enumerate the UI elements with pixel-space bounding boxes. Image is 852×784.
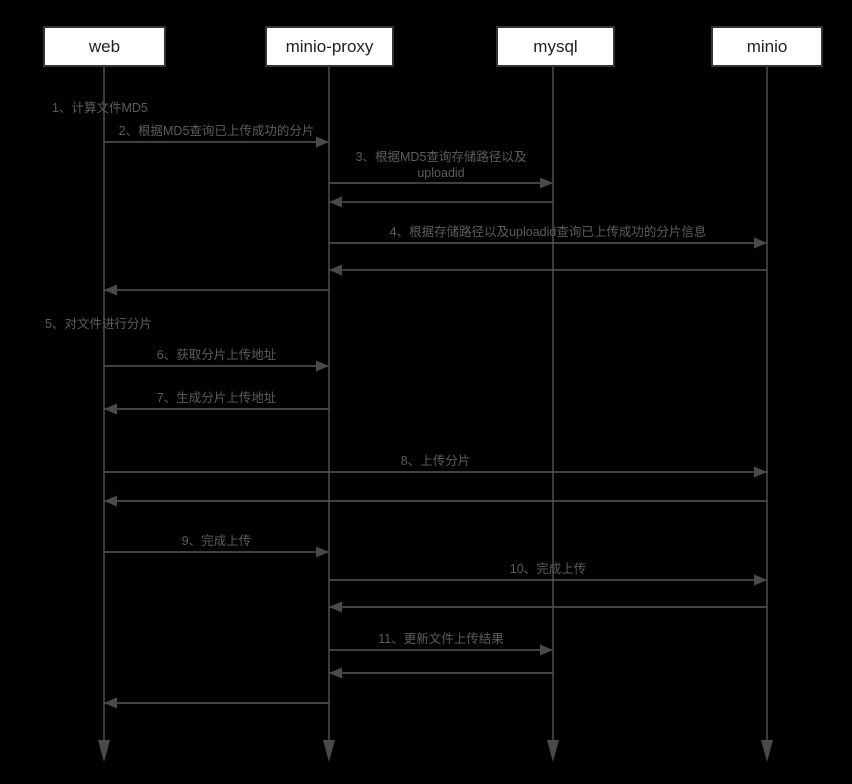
lifelines-layer	[98, 66, 773, 762]
message-label-msg-6: 6、获取分片上传地址	[157, 347, 277, 362]
message-label-msg-4: 4、根据存储路径以及uploadid查询已上传成功的分片信息	[390, 224, 707, 239]
arrow-head-msg-7	[104, 403, 117, 415]
message-label-msg-9: 9、完成上传	[182, 533, 251, 548]
participant-box-minio-proxy[interactable]	[265, 26, 394, 67]
message-label-msg-8: 8、上传分片	[401, 453, 470, 468]
message-ret-4	[329, 264, 767, 276]
participant-box-web[interactable]	[43, 26, 166, 67]
message-label-msg-10: 10、完成上传	[510, 561, 586, 576]
participant-label-mysql: mysql	[533, 37, 577, 56]
arrow-head-msg-6	[316, 360, 329, 372]
message-msg-6: 6、获取分片上传地址	[104, 347, 329, 372]
arrow-head-ret-8	[104, 495, 117, 507]
participant-box-mysql[interactable]	[496, 26, 615, 67]
participant-mysql[interactable]: mysql	[496, 26, 615, 67]
participants-layer: web minio-proxy mysql minio	[43, 26, 823, 67]
message-ret-8	[104, 495, 767, 507]
message-ret-9	[104, 697, 329, 709]
message-msg-7: 7、生成分片上传地址	[104, 390, 329, 415]
lifeline-minio-proxy	[323, 66, 335, 762]
arrow-head-ret-3	[329, 196, 342, 208]
message-label-msg-3-line1: 3、根据MD5查询存储路径以及	[356, 149, 527, 164]
participant-minio-proxy[interactable]: minio-proxy	[265, 26, 394, 67]
arrow-head-msg-4	[754, 237, 767, 249]
arrow-head-ret-9	[104, 697, 117, 709]
message-ret-11	[329, 667, 553, 679]
message-ret-3	[329, 196, 553, 208]
arrow-head-ret-2	[104, 284, 117, 296]
message-msg-11: 11、更新文件上传结果	[329, 631, 553, 656]
message-msg-2: 2、根据MD5查询已上传成功的分片	[104, 123, 329, 148]
message-msg-10: 10、完成上传	[329, 561, 767, 586]
message-label-msg-3-line2: uploadid	[417, 166, 464, 180]
lifeline-minio	[761, 66, 773, 762]
arrow-head-ret-10	[329, 601, 342, 613]
arrow-head-ret-11	[329, 667, 342, 679]
message-note-5: 5、对文件进行分片	[45, 316, 152, 331]
arrow-head-msg-9	[316, 546, 329, 558]
lifeline-end-arrow-minio	[761, 740, 773, 762]
message-msg-3: 3、根据MD5查询存储路径以及 uploadid	[329, 149, 553, 189]
message-label-msg-2: 2、根据MD5查询已上传成功的分片	[119, 123, 315, 138]
lifeline-mysql	[547, 66, 559, 762]
lifeline-end-arrow-minio-proxy	[323, 740, 335, 762]
participant-label-minio-proxy: minio-proxy	[286, 37, 374, 56]
participant-minio[interactable]: minio	[711, 26, 823, 67]
messages-layer: 1、计算文件MD5 2、根据MD5查询已上传成功的分片 3、根据MD5查询存储路径以…	[45, 100, 767, 709]
lifeline-web	[98, 66, 110, 762]
arrow-head-msg-8	[754, 466, 767, 478]
message-ret-2	[104, 284, 329, 296]
message-msg-8: 8、上传分片	[104, 453, 767, 478]
participant-web[interactable]: web	[43, 26, 166, 67]
message-label-note-1: 1、计算文件MD5	[52, 100, 148, 115]
message-note-1: 1、计算文件MD5	[52, 100, 148, 115]
arrow-head-ret-4	[329, 264, 342, 276]
arrow-head-msg-2	[316, 136, 329, 148]
participant-label-minio: minio	[747, 37, 788, 56]
message-msg-9: 9、完成上传	[104, 533, 329, 558]
message-msg-4: 4、根据存储路径以及uploadid查询已上传成功的分片信息	[329, 224, 767, 249]
arrow-head-msg-10	[754, 574, 767, 586]
message-label-msg-7: 7、生成分片上传地址	[157, 390, 277, 405]
arrow-head-msg-3	[540, 177, 553, 189]
message-label-note-5: 5、对文件进行分片	[45, 316, 152, 331]
participant-label-web: web	[88, 37, 120, 56]
arrow-head-msg-11	[540, 644, 553, 656]
lifeline-end-arrow-web	[98, 740, 110, 762]
message-label-msg-11: 11、更新文件上传结果	[378, 631, 504, 646]
message-ret-10	[329, 601, 767, 613]
lifeline-end-arrow-mysql	[547, 740, 559, 762]
participant-box-minio[interactable]	[711, 26, 823, 67]
